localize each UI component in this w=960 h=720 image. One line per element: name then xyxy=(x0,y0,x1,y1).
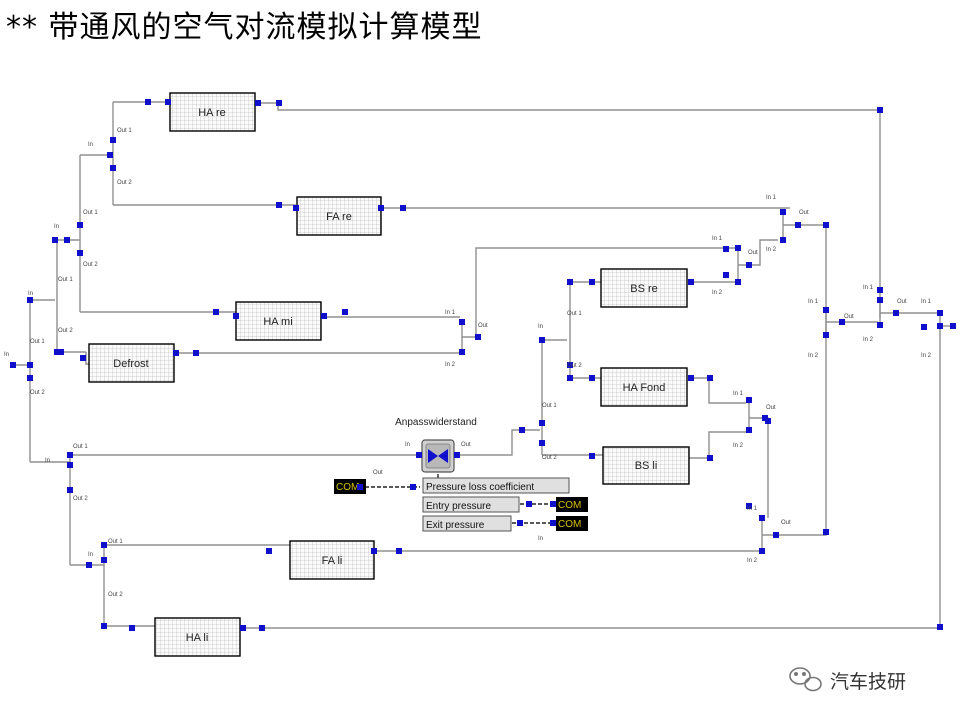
port-label: In xyxy=(538,536,543,542)
page-title: ** 带通风的空气对流模拟计算模型 xyxy=(6,10,483,45)
port-label: Out 1 xyxy=(108,539,123,545)
port-label: In 1 xyxy=(863,285,874,291)
port-label: Out xyxy=(897,299,907,305)
block-label: Defrost xyxy=(113,358,148,370)
port-label: Out 1 xyxy=(542,403,557,409)
port-label: In 1 xyxy=(747,506,758,512)
param-label: Exit pressure xyxy=(426,520,485,531)
param-label: Pressure loss coefficient xyxy=(426,482,534,493)
port-label: Out 2 xyxy=(542,455,557,461)
port-label: In xyxy=(54,224,59,230)
port-label: In 2 xyxy=(863,337,874,343)
param-entry-pressure[interactable]: Entry pressure xyxy=(422,496,520,513)
block-label: FA re xyxy=(326,211,352,223)
block-defrost[interactable]: Defrost xyxy=(88,343,175,383)
port-label: Out xyxy=(461,442,471,448)
port-label: Out 2 xyxy=(30,390,45,396)
port-label: In xyxy=(4,352,9,358)
port-label: Out xyxy=(799,210,809,216)
block-bs-re[interactable]: BS re xyxy=(600,268,688,308)
port-label: Out xyxy=(781,520,791,526)
port-label: Out 1 xyxy=(58,277,73,283)
port-label: In xyxy=(45,458,50,464)
port-label: In xyxy=(405,442,410,448)
block-ha-li[interactable]: HA li xyxy=(154,617,241,657)
port-label: In 1 xyxy=(445,310,456,316)
watermark-text: 汽车技研 xyxy=(830,671,906,693)
port-markers xyxy=(10,99,956,631)
port-label: Out xyxy=(478,323,488,329)
valve-icon xyxy=(428,449,448,463)
block-label: BS li xyxy=(635,460,658,472)
port-label: In 1 xyxy=(712,236,723,242)
port-label: In 2 xyxy=(921,353,932,359)
port-label: In 2 xyxy=(808,353,819,359)
port-label: In xyxy=(88,142,93,148)
resistor-title: Anpasswiderstand xyxy=(395,417,477,428)
block-label: HA Fond xyxy=(623,382,666,394)
block-label: BS re xyxy=(630,283,658,295)
block-ha-re[interactable]: HA re xyxy=(169,92,256,132)
param-pressure-loss[interactable]: Pressure loss coefficient xyxy=(422,477,570,494)
port-label: In 2 xyxy=(445,362,456,368)
port-label: In 1 xyxy=(921,299,932,305)
port-label: Out 1 xyxy=(83,210,98,216)
resistor-component[interactable]: Anpasswiderstand In Out Out xyxy=(373,417,477,476)
port-label: Out 2 xyxy=(108,592,123,598)
port-label: Out 1 xyxy=(30,339,45,345)
com-label: COM xyxy=(558,500,581,511)
block-bs-li[interactable]: BS li xyxy=(602,446,690,485)
port-label: Out xyxy=(766,405,776,411)
watermark: 汽车技研 xyxy=(789,667,906,693)
port-label: Out 2 xyxy=(117,180,132,186)
port-label: Out 1 xyxy=(117,128,132,134)
port-label: Out 2 xyxy=(58,328,73,334)
port-label: Out 1 xyxy=(567,311,582,317)
com-block-left[interactable]: COM xyxy=(334,479,366,494)
port-label: In 2 xyxy=(733,443,744,449)
port-labels: In In Out 1 Out 2 In Out 1 Out 2 Out 1 O… xyxy=(4,128,932,598)
port-label: Out xyxy=(844,314,854,320)
block-label: HA li xyxy=(186,632,209,644)
port-label: In xyxy=(88,552,93,558)
wechat-icon xyxy=(789,667,822,692)
param-exit-pressure[interactable]: Exit pressure xyxy=(422,515,512,532)
port-label: Out 1 xyxy=(73,444,88,450)
block-fa-li[interactable]: FA li xyxy=(289,540,375,580)
port-label: Out 2 xyxy=(83,262,98,268)
port-label: In 1 xyxy=(808,299,819,305)
block-ha-mi[interactable]: HA mi xyxy=(235,301,322,341)
port-label: Out 2 xyxy=(73,496,88,502)
param-label: Entry pressure xyxy=(426,501,491,512)
block-fa-re[interactable]: FA re xyxy=(296,196,382,236)
port-label: In 1 xyxy=(766,195,777,201)
port-label: In 2 xyxy=(712,290,723,296)
port-label: In 2 xyxy=(766,247,777,253)
com-label: COM xyxy=(336,482,359,493)
block-label: HA mi xyxy=(263,316,292,328)
port-label: In xyxy=(538,324,543,330)
block-ha-fond[interactable]: HA Fond xyxy=(600,367,688,407)
com-block-entry[interactable]: COM xyxy=(556,497,588,512)
port-label: Out xyxy=(748,250,758,256)
port-label: In 2 xyxy=(747,558,758,564)
block-label: FA li xyxy=(322,555,343,567)
port-label: Out xyxy=(373,470,383,476)
port-label: Out 2 xyxy=(567,363,582,369)
port-label: In xyxy=(28,291,33,297)
com-label: COM xyxy=(558,519,581,530)
com-block-exit[interactable]: COM xyxy=(556,516,588,531)
block-label: HA re xyxy=(198,107,226,119)
port-label: In 1 xyxy=(733,391,744,397)
